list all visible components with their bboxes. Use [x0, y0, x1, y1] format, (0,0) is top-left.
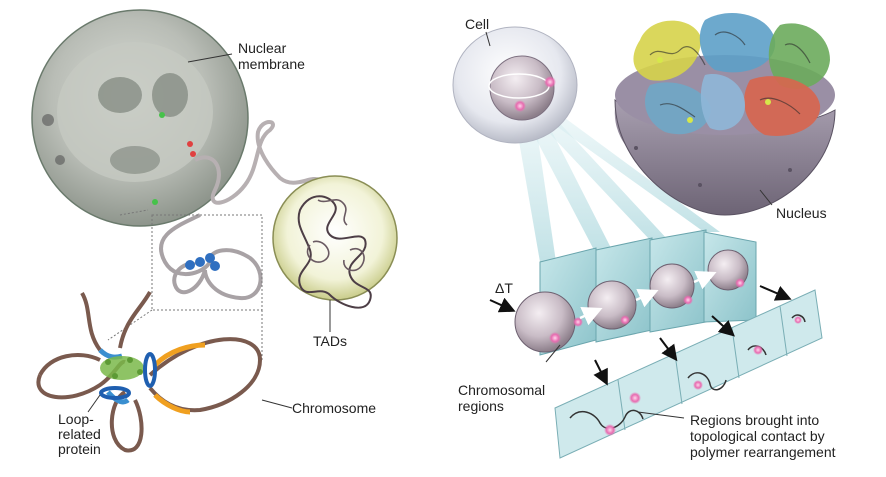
- nuclear-membrane-label-line2: membrane: [238, 56, 305, 72]
- regions-contact-label: Regions brought into topological contact…: [690, 412, 836, 460]
- zoom-beams: [515, 118, 720, 262]
- loop-related-protein-label: Loop- related protein: [58, 412, 101, 457]
- loop-thread: [158, 213, 263, 301]
- chromosome-thread: [194, 120, 321, 205]
- loop-protein-leader-line: [87, 394, 101, 413]
- delta-t-label: ΔT: [495, 280, 513, 296]
- loop-protein-label-line2: related: [58, 426, 101, 442]
- white-arrows: [579, 270, 717, 326]
- nucleus-hemisphere: [614, 12, 836, 216]
- nuclear-membrane-label: Nuclear membrane: [238, 40, 305, 72]
- zoom-line-top: [119, 209, 149, 216]
- chromosome-label: Chromosome: [292, 400, 377, 416]
- regions-label-line1: Regions brought into: [690, 412, 820, 428]
- nuclear-membrane-label-line1: Nuclear: [238, 40, 287, 56]
- cell-sphere: [452, 26, 578, 144]
- regions-leader-line: [637, 411, 685, 419]
- chromosomal-leader-line: [545, 344, 561, 363]
- region-spheres: [514, 249, 749, 353]
- nucleus-leader-line: [759, 189, 773, 206]
- delta-t-arrow: [489, 297, 516, 313]
- regions-label-line2: topological contact by: [690, 428, 825, 444]
- chromosome-leader-line: [261, 399, 293, 409]
- green-protein-cluster: [100, 356, 144, 380]
- cohesin-rings: [99, 352, 157, 400]
- cell-label: Cell: [465, 16, 490, 32]
- loop-protein-label-line3: protein: [58, 441, 101, 457]
- cell-leader-line: [485, 31, 491, 47]
- regions-label-line3: polymer rearrangement: [690, 444, 836, 460]
- tads-label: TADs: [313, 333, 347, 349]
- zoom-box: [151, 214, 263, 311]
- tads-sphere: [272, 175, 398, 309]
- membrane-leader-line: [187, 53, 233, 63]
- chromosomal-regions-label: Chromosomal regions: [458, 382, 545, 414]
- nucleus-label: Nucleus: [776, 205, 827, 221]
- black-arrows: [593, 285, 792, 386]
- chromosomal-label-line1: Chromosomal: [458, 382, 546, 398]
- chromosomal-label-line2: regions: [458, 398, 504, 414]
- zoom-line-left: [107, 309, 153, 341]
- nucleus-micrograph: [31, 9, 249, 227]
- loop-protein-label-line1: Loop-: [58, 411, 94, 427]
- loop-protein-beads: [185, 253, 220, 271]
- contact-ribbon: [554, 289, 823, 459]
